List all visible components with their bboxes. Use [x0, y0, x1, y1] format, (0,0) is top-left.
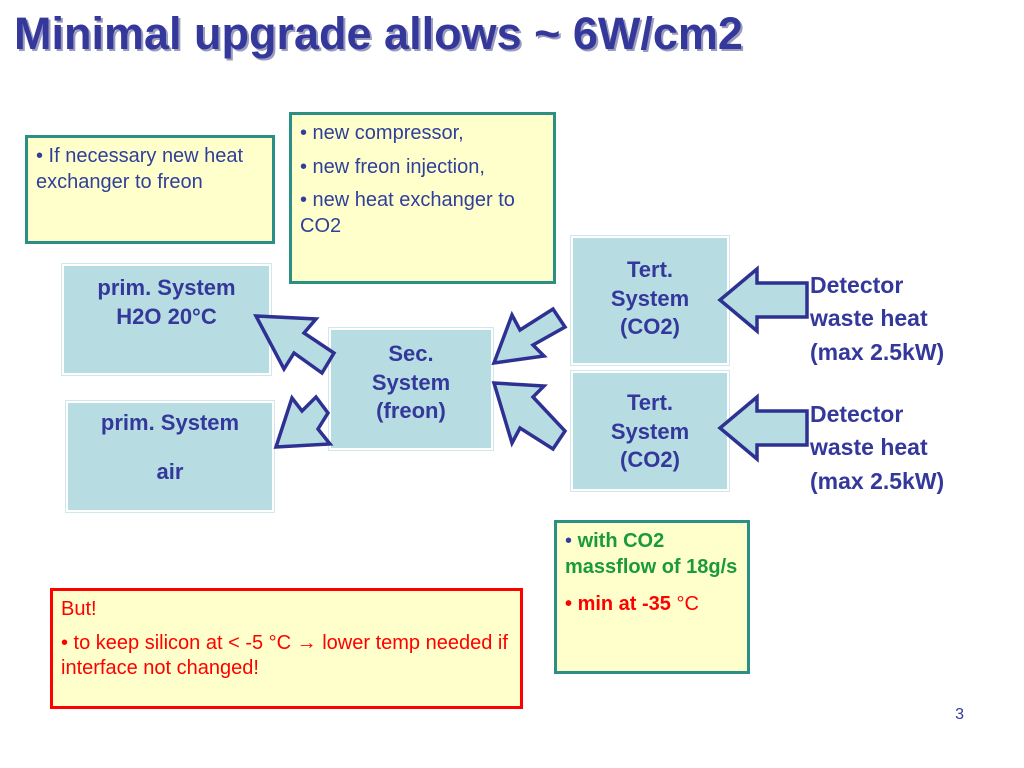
min-temp-unit: °C: [676, 593, 699, 616]
heat-exchanger-note: • If necessary new heat exchanger to fre…: [25, 135, 275, 244]
warning-text: • to keep silicon at < -5 °C → lower tem…: [61, 631, 508, 680]
min-temp-text: • min at -35 °C: [565, 593, 699, 616]
primary-system-air: prim. System air: [66, 401, 274, 512]
upgrade-items-note: • new compressor, • new freon injection,…: [289, 112, 556, 284]
min-temp-value: min at -35: [577, 593, 671, 616]
upgrade-item: • new freon injection,: [300, 155, 485, 178]
tertiary-system-co2-bottom: Tert. System (CO2): [571, 371, 729, 491]
slide-title: Minimal upgrade allows ~ 6W/cm2: [14, 8, 743, 59]
primary-system-h2o: prim. System H2O 20°C: [62, 264, 271, 375]
arrow-tert-bottom-to-sec-icon: [491, 381, 568, 452]
heat-exchanger-note-text: • If necessary new heat exchanger to fre…: [36, 145, 244, 193]
arrow-sec-to-prim-h2o-icon: [253, 314, 337, 376]
upgrade-item: • new heat exchanger to CO2: [300, 189, 515, 237]
detector-waste-heat-top: Detector waste heat (max 2.5kW): [810, 272, 945, 365]
upgrade-item: • new compressor,: [300, 122, 464, 144]
warning-note: But! • to keep silicon at < -5 °C → lowe…: [50, 588, 523, 709]
arrow-detector-to-tert-top-icon: [717, 265, 809, 335]
secondary-system-freon: Sec. System (freon): [329, 328, 493, 450]
co2-massflow-text: • with CO2 massflow of 18g/s: [565, 530, 738, 578]
warning-heading: But!: [61, 598, 97, 620]
primary-system-air-line1: prim. System: [100, 410, 240, 435]
detector-waste-heat-bottom: Detector waste heat (max 2.5kW): [810, 401, 945, 494]
primary-system-air-line2: air: [156, 458, 184, 484]
arrow-sec-to-prim-air-icon: [273, 394, 334, 449]
co2-massflow-note: • with CO2 massflow of 18g/s • min at -3…: [554, 520, 750, 674]
arrow-tert-top-to-sec-icon: [491, 306, 568, 366]
arrow-detector-to-tert-bottom-icon: [717, 393, 809, 463]
page-number: 3: [955, 706, 964, 723]
tertiary-system-co2-top: Tert. System (CO2): [571, 236, 729, 365]
